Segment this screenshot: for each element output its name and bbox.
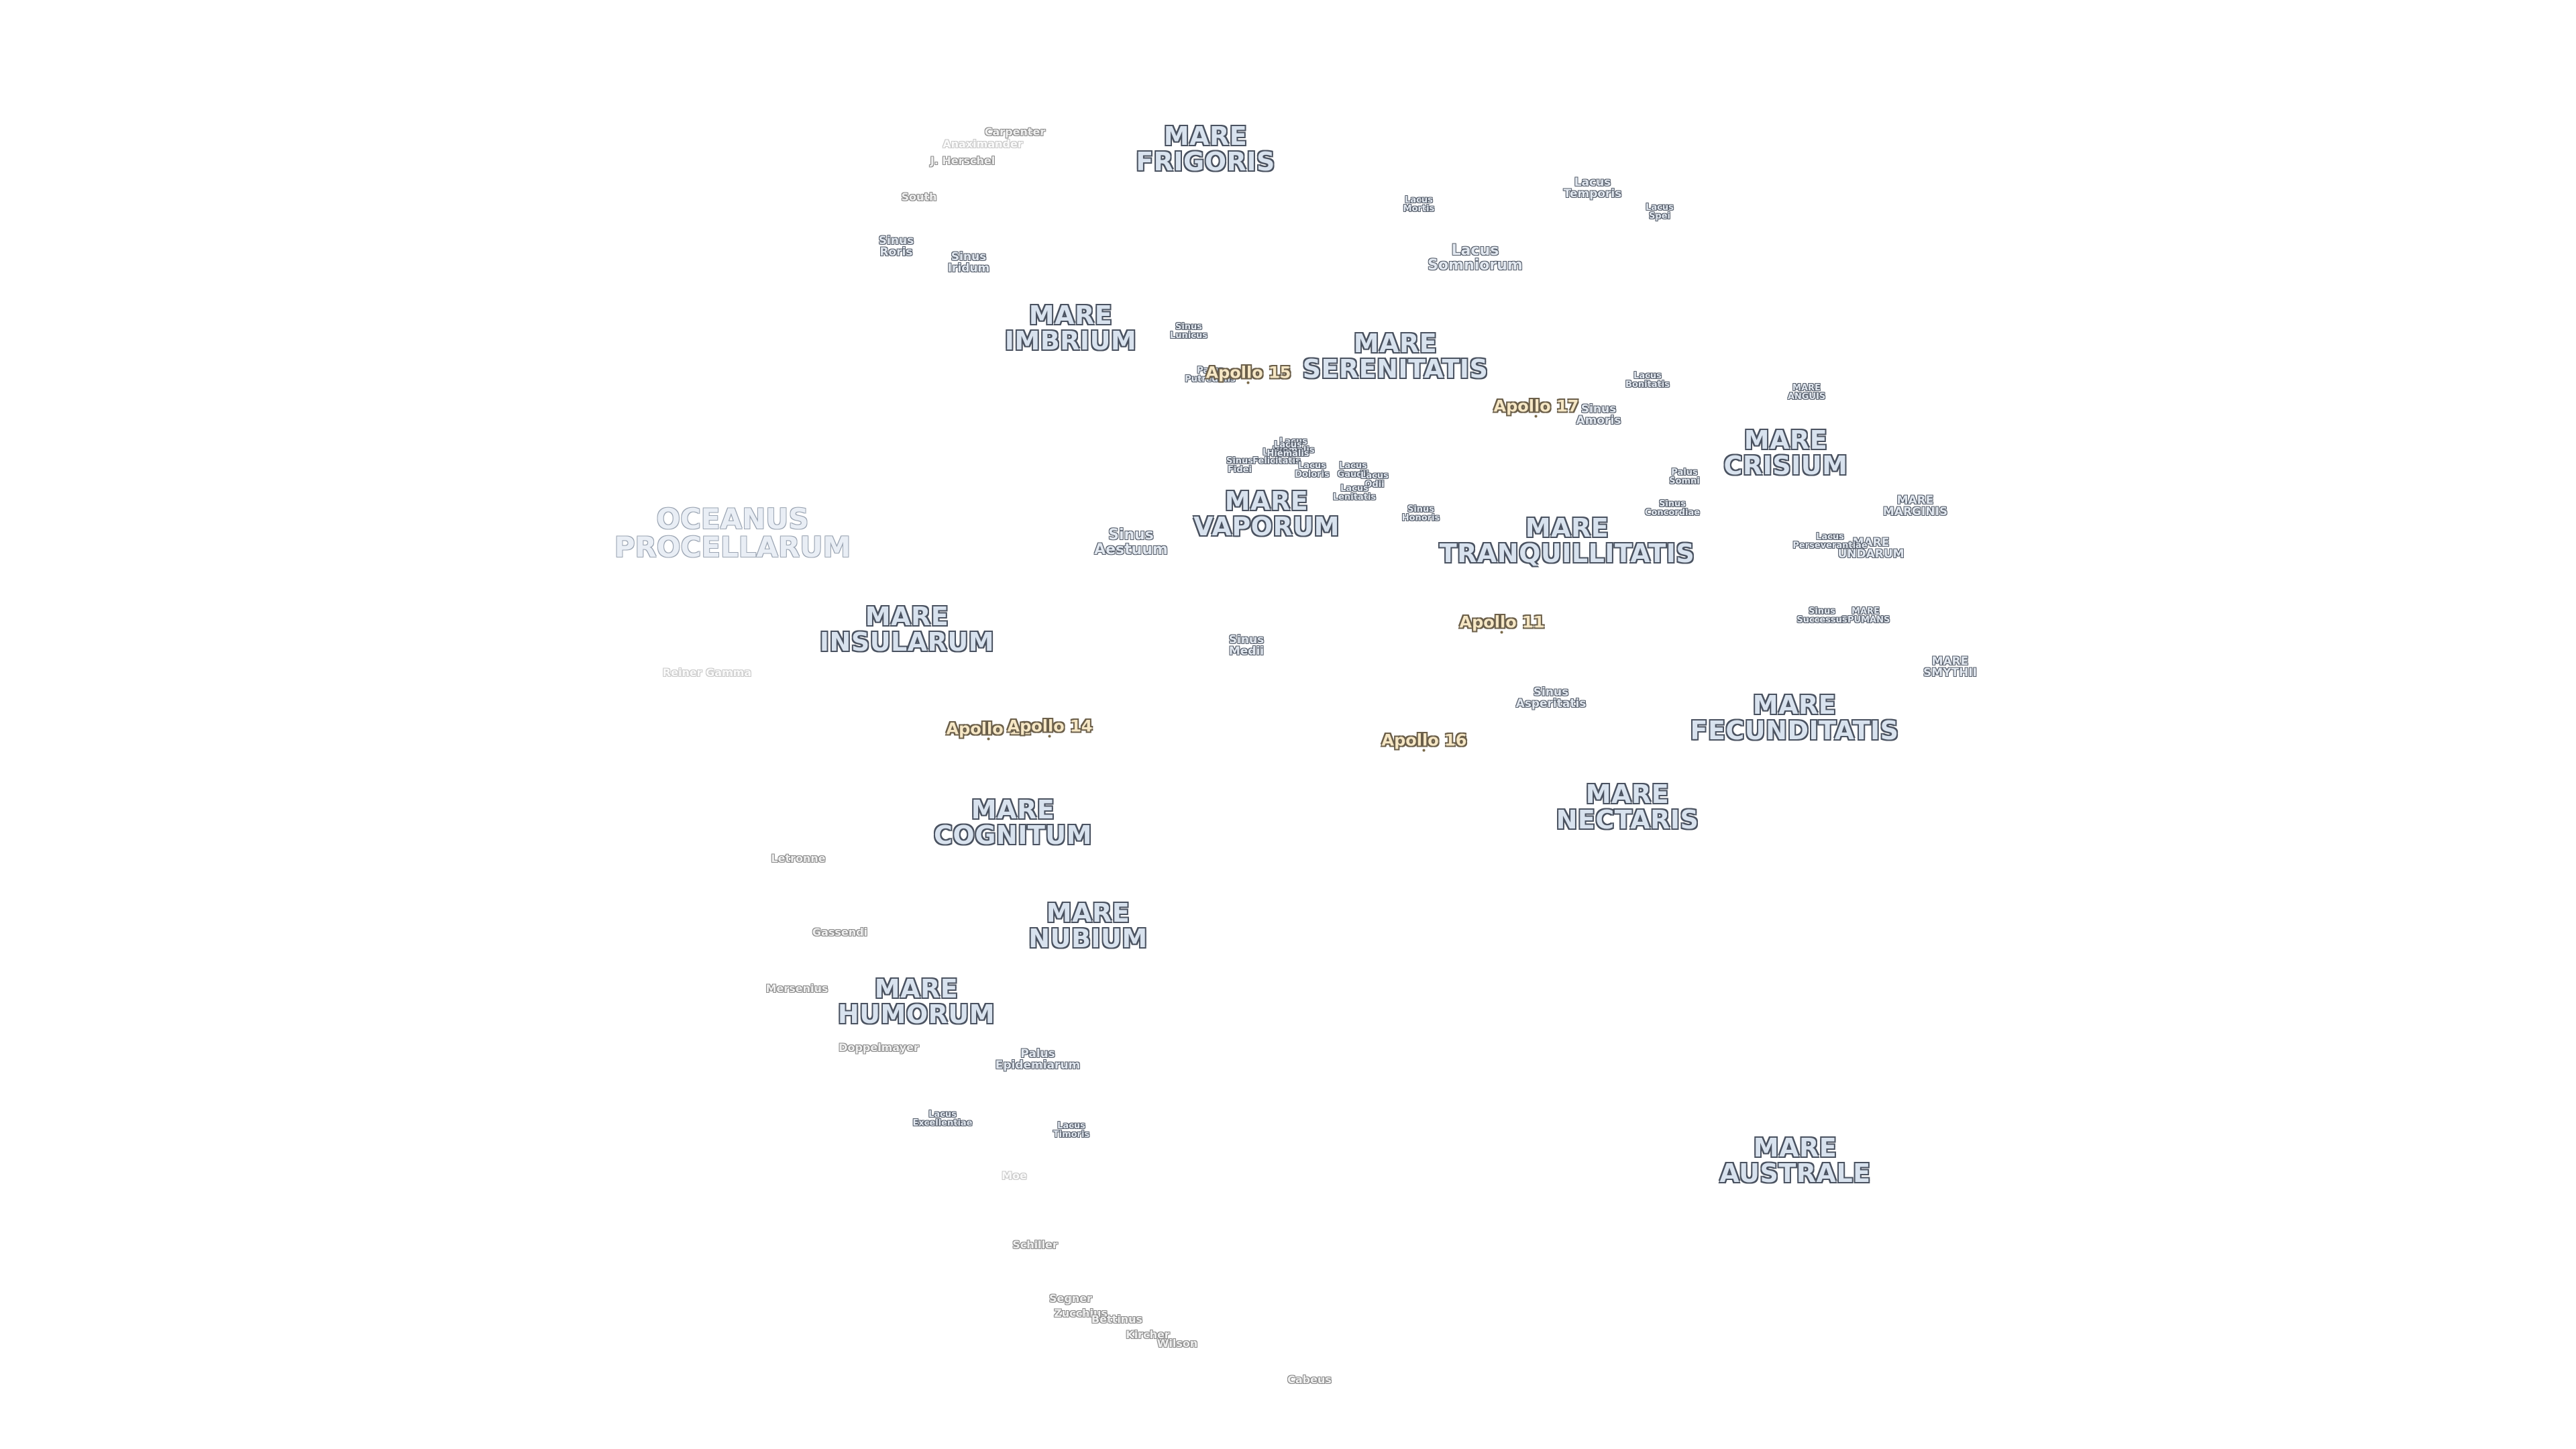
label-lacus-doloris: Lacus Doloris xyxy=(1295,461,1330,480)
label-apollo-15: Apollo 15 xyxy=(1206,365,1291,384)
label-sinus-concordiae: Sinus Concordiae xyxy=(1644,499,1701,518)
label-mersenius: Mersenius xyxy=(765,982,828,995)
label-carpenter: Carpenter xyxy=(984,125,1046,138)
label-lacus-temporis: Lacus Temporis xyxy=(1563,176,1622,201)
label-lacus-somniorum: Lacus Somniorum xyxy=(1428,242,1523,274)
label-lacus-excellentiae: Lacus Excellentiae xyxy=(912,1110,973,1128)
label-mare-nubium: MARE NUBIUM xyxy=(1028,898,1148,953)
label-schiller: Schiller xyxy=(1012,1238,1058,1251)
label-lacus-mortis: Lacus Mortis xyxy=(1403,195,1435,214)
label-mare-australe: MARE AUSTRALE xyxy=(1719,1133,1871,1188)
label-zucchius: Zucchius xyxy=(1054,1307,1108,1320)
label-sinus-fidei: Sinus Fidei xyxy=(1226,456,1254,475)
label-mare-vaporum: MARE VAPORUM xyxy=(1193,486,1340,541)
label-mare-frigoris: MARE FRIGORIS xyxy=(1136,121,1275,176)
label-mare-anguis: MARE ANGUIS xyxy=(1787,383,1826,402)
label-mare-spumans: MARE SPUMANS xyxy=(1841,606,1890,625)
label-mare-serenitatis: MARE SERENITATIS xyxy=(1302,329,1489,384)
label-sinus-lunicus: Sinus Lunicus xyxy=(1170,322,1208,341)
label-apollo-11: Apollo 11 xyxy=(1460,614,1545,634)
label-lacus-hiemalis-2: Lacus Hiemalis xyxy=(1267,440,1309,459)
label-mare-imbrium: MARE IMBRIUM xyxy=(1004,301,1137,356)
label-sinus-amoris: Sinus Amoris xyxy=(1576,402,1621,427)
label-mare-smythii: MARE SMYTHII xyxy=(1923,655,1977,680)
label-letronne: Letronne xyxy=(771,852,826,865)
label-mare-nectaris: MARE NECTARIS xyxy=(1556,780,1699,835)
label-wilson: Wilson xyxy=(1157,1337,1198,1350)
label-lacus-felicitatis: Lacus Felicitatis xyxy=(1252,447,1301,466)
label-palus-epidemiarum: Palus Epidemiarum xyxy=(995,1047,1081,1072)
label-mare-tranquillitatis: MARE TRANQUILLITATIS xyxy=(1439,513,1695,568)
label-sinus-medii: Sinus Medii xyxy=(1228,633,1265,658)
label-lacus-perseverantiae: Lacus Perseverantiae xyxy=(1792,532,1868,551)
label-mare-fecunditatis: MARE FECUNDITATIS xyxy=(1690,690,1899,745)
label-moe: Moe xyxy=(1002,1169,1027,1182)
label-oceanus-procellarum: OCEANUS PROCELLARUM xyxy=(614,502,851,564)
label-reiner-gamma: Reiner Gamma xyxy=(662,666,752,679)
label-anaximander: Anaximander xyxy=(943,138,1023,150)
label-sinus-successus: Sinus Successus xyxy=(1796,606,1847,625)
label-sinus-aestuum: Sinus Aestuum xyxy=(1094,527,1168,558)
label-palus-somni: Palus Somni xyxy=(1669,468,1700,486)
label-lacus-bonitatis: Lacus Bonitatis xyxy=(1625,371,1670,390)
label-lacus-timoris: Lacus Timoris xyxy=(1053,1121,1090,1140)
label-sinus-asperitatis: Sinus Asperitatis xyxy=(1515,686,1587,710)
label-apollo-17: Apollo 17 xyxy=(1494,398,1579,418)
label-lacus-odii: Lacus Odii xyxy=(1360,471,1389,490)
label-mare-marginis: MARE MARGINIS xyxy=(1882,494,1948,519)
label-mare-crisium: MARE CRISIUM xyxy=(1723,425,1848,480)
label-kircher: Kircher xyxy=(1126,1328,1170,1341)
label-south: South xyxy=(901,191,937,203)
label-lacus-hiemalis: Lacus Hiemalis xyxy=(1272,437,1315,455)
label-sinus-honoris: Sinus Honoris xyxy=(1401,504,1440,523)
label-j-herschel: J. Herschel xyxy=(930,154,996,167)
label-lacus-spei: Lacus Spei xyxy=(1646,203,1674,221)
label-lacus-gaudii: Lacus Gaudii xyxy=(1337,461,1369,480)
label-apollo-16: Apollo 16 xyxy=(1382,733,1467,752)
label-sinus-roris: Sinus Roris xyxy=(878,234,914,259)
label-sinus-iridum: Sinus Iridum xyxy=(947,250,990,275)
label-apollo-14: Apollo 14 xyxy=(1008,718,1093,738)
label-cabeus: Cabeus xyxy=(1287,1373,1332,1386)
label-segner: Segner xyxy=(1049,1292,1092,1305)
label-gassendi: Gassendi xyxy=(812,926,868,938)
label-doppelmayer: Doppelmayer xyxy=(839,1041,919,1054)
label-mare-humorum: MARE HUMORUM xyxy=(837,974,996,1029)
label-mare-insularum: MARE INSULARUM xyxy=(819,602,995,657)
label-mare-cognitum: MARE COGNITUM xyxy=(934,795,1092,850)
label-lacus-lenitatis: Lacus Lenitatis xyxy=(1332,484,1377,502)
label-mare-undarum: MARE UNDARUM xyxy=(1837,536,1904,561)
label-bettinus: Bettinus xyxy=(1091,1313,1143,1326)
